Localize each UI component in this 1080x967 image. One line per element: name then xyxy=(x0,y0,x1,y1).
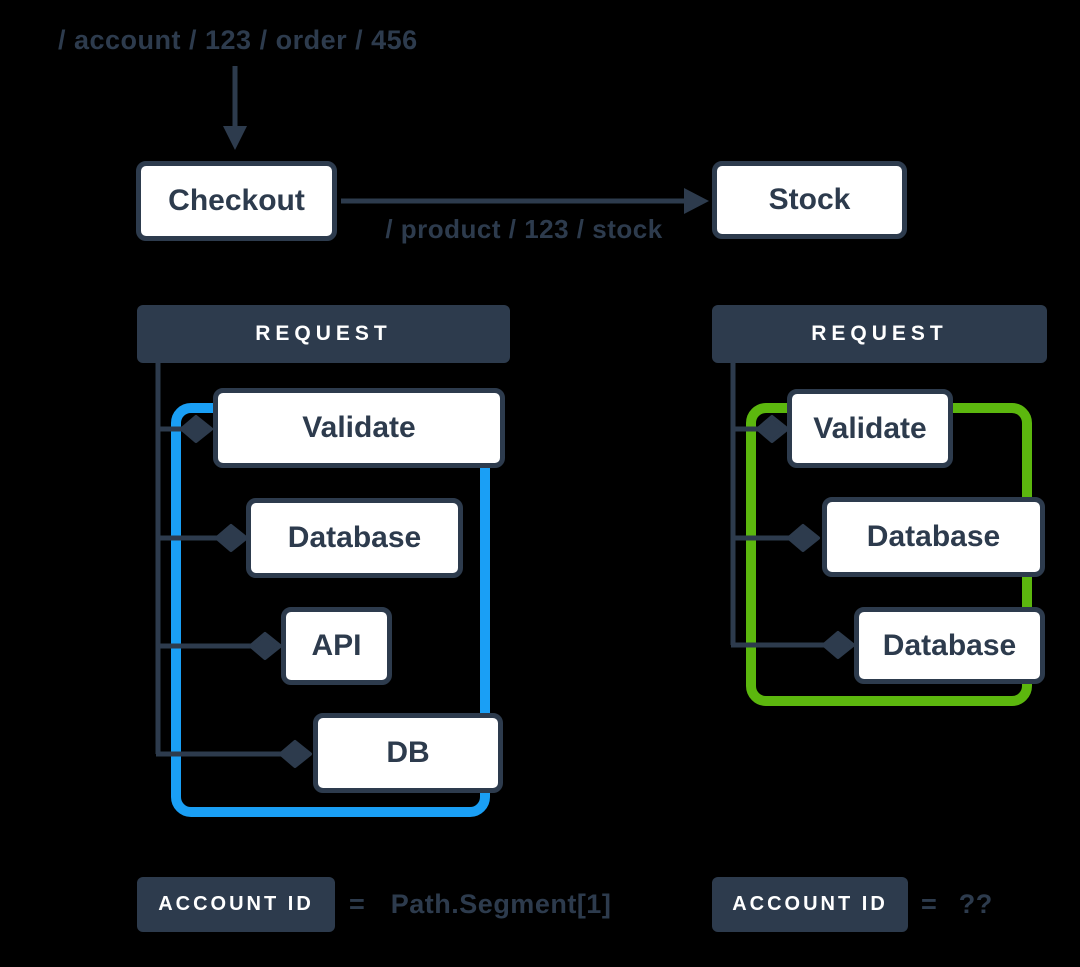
left-step-database: Database xyxy=(246,498,463,578)
equals-sign: = xyxy=(349,889,365,919)
left-step-api: API xyxy=(281,607,392,685)
right-account-id-value: ?? xyxy=(958,889,993,919)
left-step-db: DB xyxy=(313,713,503,793)
left-request-header: REQUEST xyxy=(137,305,510,363)
right-account-id-value-row: = ?? xyxy=(921,877,993,932)
request-path-label: / product / 123 / stock xyxy=(385,214,663,244)
right-step-validate: Validate xyxy=(787,389,953,468)
left-account-id-badge: ACCOUNT ID xyxy=(137,877,335,932)
right-account-id-badge: ACCOUNT ID xyxy=(712,877,908,932)
left-account-id-value: Path.Segment[1] xyxy=(390,889,612,919)
right-step-database-1: Database xyxy=(822,497,1045,577)
left-step-validate: Validate xyxy=(213,388,505,468)
equals-sign: = xyxy=(921,889,937,919)
right-step-database-2: Database xyxy=(854,607,1045,684)
checkout-node: Checkout xyxy=(136,161,337,241)
right-request-header: REQUEST xyxy=(712,305,1047,363)
incoming-arrow xyxy=(223,66,247,150)
incoming-path-label: / account / 123 / order / 456 xyxy=(58,25,418,55)
stock-node: Stock xyxy=(712,161,907,239)
request-arrow xyxy=(341,188,709,214)
left-account-id-value-row: = Path.Segment[1] xyxy=(349,877,611,932)
